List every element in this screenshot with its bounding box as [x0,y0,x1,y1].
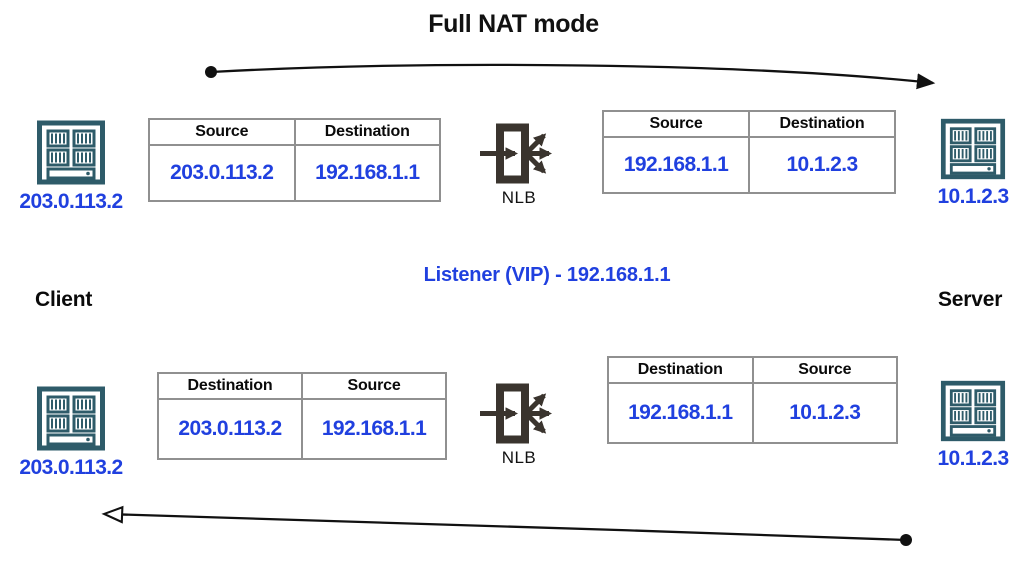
server-node-top: 10.1.2.3 [920,118,1026,208]
destination-ip-value: 10.1.2.3 [748,136,896,194]
destination-ip-value: 192.168.1.1 [293,144,441,202]
nlb-label: NLB [501,188,537,207]
nlb-node-bottom: NLB [474,382,564,468]
table-header-row: Destination Source [157,372,447,400]
client-node-top: 203.0.113.2 [15,120,127,213]
diagram-title: Full NAT mode [428,10,599,38]
server-rack-icon [36,120,106,185]
source-ip-value: 192.168.1.1 [602,136,750,194]
load-balancer-icon [479,382,559,445]
source-ip-value: 192.168.1.1 [301,398,447,460]
destination-header: Destination [748,110,896,138]
client-node-bottom: 203.0.113.2 [15,386,127,479]
reply-packet-table: Destination Source 203.0.113.2 192.168.1… [157,372,447,460]
destination-header: Destination [293,118,441,146]
table-value-row: 192.168.1.1 10.1.2.3 [602,136,896,194]
source-ip-value: 10.1.2.3 [751,382,898,444]
destination-ip-value: 192.168.1.1 [607,382,754,444]
bottom-flow-arrow [101,505,912,546]
table-header-row: Destination Source [607,356,898,384]
listener-vip-label: Listener (VIP) - 192.168.1.1 [423,264,671,286]
server-rack-icon [940,380,1006,442]
server-ip-label: 10.1.2.3 [937,185,1009,208]
client-ip-label: 203.0.113.2 [19,190,123,213]
source-ip-value: 203.0.113.2 [148,144,296,202]
server-ip-label: 10.1.2.3 [937,447,1009,470]
bottom-arrow-path [101,505,907,542]
top-arrow-start-dot [205,66,217,78]
table-header-row: Source Destination [602,110,896,138]
source-header: Source [751,356,898,384]
server-rack-icon [36,386,106,451]
table-header-row: Source Destination [148,118,441,146]
destination-header: Destination [607,356,754,384]
destination-header: Destination [157,372,303,400]
forward-packet-table: Source Destination 192.168.1.1 10.1.2.3 [602,110,896,194]
bottom-arrow-start-dot [900,534,912,546]
return-packet-table: Destination Source 192.168.1.1 10.1.2.3 [607,356,898,444]
server-rack-icon [940,118,1006,180]
table-value-row: 203.0.113.2 192.168.1.1 [148,144,441,202]
nlb-label: NLB [501,448,537,467]
server-role-label: Server [938,288,1003,311]
client-ip-label: 203.0.113.2 [19,456,123,479]
source-header: Source [301,372,447,400]
source-header: Source [148,118,296,146]
load-balancer-icon [479,122,559,185]
source-header: Source [602,110,750,138]
table-value-row: 192.168.1.1 10.1.2.3 [607,382,898,444]
top-arrow-path [210,63,936,90]
client-role-label: Client [35,288,93,311]
table-value-row: 203.0.113.2 192.168.1.1 [157,398,447,460]
top-flow-arrow [205,63,936,90]
request-packet-table: Source Destination 203.0.113.2 192.168.1… [148,118,441,202]
destination-ip-value: 203.0.113.2 [157,398,303,460]
nlb-node-top: NLB [474,122,564,208]
server-node-bottom: 10.1.2.3 [920,380,1026,470]
